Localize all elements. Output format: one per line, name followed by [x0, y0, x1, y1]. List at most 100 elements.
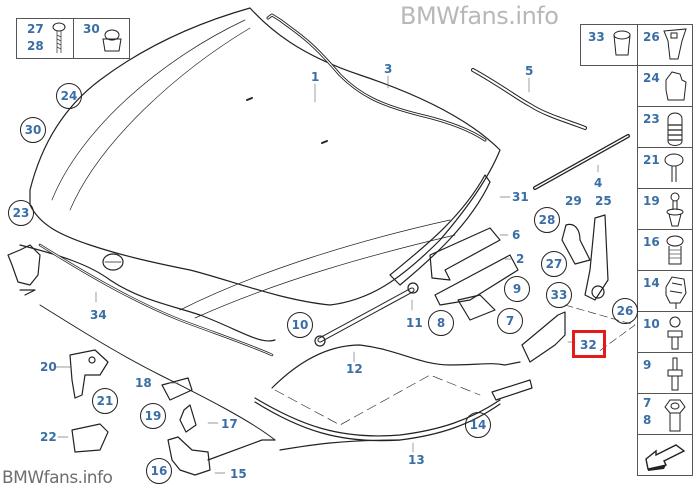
legend-label: 23 [643, 112, 660, 126]
legend-cell: 10 [637, 311, 693, 353]
hood-crease [69, 27, 251, 211]
ball-stud-icon [667, 316, 683, 350]
legend-column-right: 33 26 24 23 21 [580, 24, 700, 476]
hex-bolt-icon [664, 399, 686, 432]
callout-12: 12 [346, 362, 363, 376]
callout-14-circled: 14 [465, 412, 491, 438]
part-12-cable [271, 344, 521, 389]
part-22-cover [71, 423, 109, 453]
part-3-seal [266, 13, 487, 142]
left-latch [7, 244, 41, 286]
legend-cell: 26 [637, 24, 693, 66]
highlighted-part-box[interactable]: 32 [572, 330, 606, 358]
screw-icon [664, 153, 684, 182]
callout-31: 31 [512, 190, 529, 204]
part-29-pad [561, 223, 591, 265]
legend-cell: 21 [637, 147, 693, 189]
legend-label: 9 [643, 358, 652, 372]
callout-24-circled: 24 [56, 83, 82, 109]
legend-label: 30 [83, 22, 100, 36]
hood-panel [29, 7, 501, 306]
screw-icon [52, 22, 66, 53]
emblem [102, 253, 124, 271]
legend-label: 24 [643, 71, 660, 85]
callout-3: 3 [384, 62, 393, 76]
hood-crease [51, 19, 246, 201]
plug-rivet-icon [666, 192, 684, 227]
legend-cell: 14 [637, 270, 693, 312]
callout-33-circled: 33 [546, 282, 572, 308]
callout-23-circled: 23 [8, 200, 34, 226]
callout-20: 20 [40, 360, 57, 374]
callout-9-circled: 9 [504, 276, 530, 302]
callout-21-circled: 21 [92, 388, 118, 414]
legend-label: 16 [643, 235, 660, 249]
legend-label: 27 [27, 22, 44, 36]
part-25-hinge [584, 214, 609, 301]
expanding-nut-icon [663, 28, 687, 60]
part-20-bracket [69, 349, 109, 399]
callout-17: 17 [221, 417, 238, 431]
divider [73, 18, 74, 59]
callout-27-circled: 27 [541, 251, 567, 277]
part-32-bracket [521, 311, 566, 363]
callout-1: 1 [311, 70, 320, 84]
legend-cell: 33 [580, 24, 638, 66]
callout-28-circled: 28 [534, 207, 560, 233]
part-13-cable [254, 397, 501, 437]
callout-11: 11 [406, 316, 423, 330]
callout-19-circled: 19 [140, 403, 166, 429]
legend-label: 14 [643, 276, 660, 290]
callout-15: 15 [230, 467, 247, 481]
callout-6: 6 [512, 228, 521, 242]
part-2-plate [434, 254, 519, 306]
callout-22: 22 [40, 430, 57, 444]
callout-30-circled: 30 [20, 117, 46, 143]
callout-18: 18 [135, 376, 152, 390]
callout-13: 13 [408, 453, 425, 467]
legend-cell: 7 8 [637, 393, 693, 435]
legend-label: 26 [643, 30, 660, 44]
legend-cell: 16 [637, 229, 693, 271]
bolt-icon [666, 235, 684, 265]
legend-cell: 24 [637, 65, 693, 107]
callout-34: 34 [90, 308, 107, 322]
watermark-top: BMWfans.info [400, 2, 559, 30]
part-15-latch [167, 436, 211, 476]
rubber-stop-icon [667, 112, 683, 146]
legend-cell [637, 434, 693, 476]
clip-icon [665, 71, 687, 101]
callout-2: 2 [516, 252, 525, 266]
part-18-block [161, 377, 193, 401]
legend-cell: 19 [637, 188, 693, 230]
cable-holder-icon [665, 276, 687, 309]
hood-front-edge [19, 244, 276, 342]
callout-8-circled: 8 [428, 310, 454, 336]
legend-label: 8 [643, 413, 652, 427]
callout-10-circled: 10 [287, 312, 313, 338]
hood-crease [194, 234, 456, 319]
hood-crease [179, 219, 451, 311]
callout-4: 4 [594, 176, 603, 190]
part-17-loop [179, 404, 197, 433]
legend-label: 21 [643, 153, 660, 167]
legend-label: 10 [643, 317, 660, 331]
legend-label: 33 [588, 30, 605, 44]
callout-25: 25 [595, 194, 612, 208]
part-7-bracket [457, 294, 496, 321]
part-14-handle [491, 379, 533, 401]
watermark-bottom: BMWfans.info [2, 468, 113, 488]
rubber-buffer-icon [613, 30, 631, 56]
callout-29: 29 [565, 194, 582, 208]
clip-nut-icon [102, 29, 122, 52]
legend-cell: 9 [637, 352, 693, 394]
arrow-left-down-icon [645, 444, 686, 471]
stud-bolt-icon [667, 357, 683, 391]
callout-16-circled: 16 [146, 458, 172, 484]
callout-26-circled: 26 [612, 298, 638, 324]
legend-box-top-left: 27 28 30 [16, 18, 130, 59]
callout-5: 5 [525, 64, 534, 78]
callout-32-highlighted: 32 [580, 338, 597, 352]
